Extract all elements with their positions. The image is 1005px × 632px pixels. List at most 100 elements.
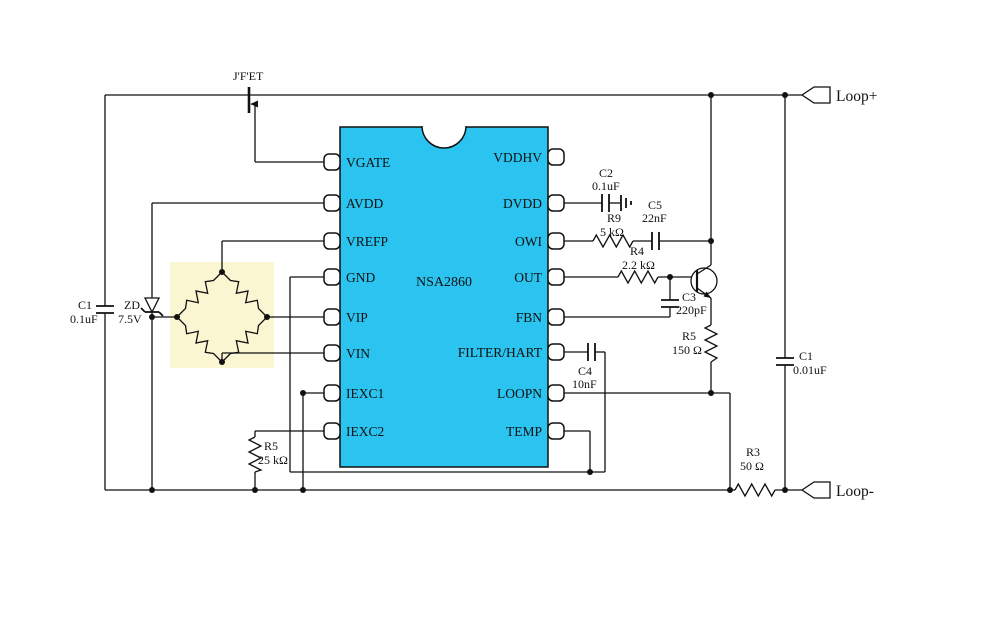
pin-label-vin: VIN bbox=[346, 346, 370, 361]
component-ref: ZD bbox=[124, 298, 140, 312]
component-ref: C1 bbox=[799, 349, 813, 363]
capacitor-c5: C5 22nF bbox=[642, 198, 667, 250]
wire-net bbox=[104, 94, 802, 491]
junction-dot bbox=[667, 274, 673, 280]
bridge-resistor bbox=[221, 271, 268, 318]
resistor-zigzag bbox=[247, 436, 263, 473]
transistor-body bbox=[690, 267, 718, 295]
junction-dot bbox=[149, 314, 155, 320]
component-value: 50 Ω bbox=[740, 459, 764, 473]
diode-triangle bbox=[143, 297, 161, 314]
pin-pad-vrefp bbox=[323, 232, 341, 250]
component-ref: R9 bbox=[607, 211, 621, 225]
resistor-zigzag bbox=[703, 324, 719, 363]
component-value: 150 Ω bbox=[672, 343, 702, 357]
pin-label-iexc1: IEXC1 bbox=[346, 386, 384, 401]
pin-label-iexc2: IEXC2 bbox=[346, 424, 384, 439]
pin-label-fbn: FBN bbox=[516, 310, 543, 325]
component-value: 220pF bbox=[676, 303, 707, 317]
bridge-resistor bbox=[176, 271, 223, 318]
pin-label-gnd: GND bbox=[346, 270, 375, 285]
pin-label-owi: OWI bbox=[515, 234, 542, 249]
capacitor-c2: C2 0.1uF bbox=[592, 166, 632, 212]
bridge-resistor bbox=[176, 316, 223, 363]
pin-label-vddhv: VDDHV bbox=[493, 150, 542, 165]
resistor-zigzag bbox=[734, 482, 776, 498]
ic-right-pin-labels: VDDHV DVDD OWI OUT FBN FILTER/HART LOOPN… bbox=[458, 150, 543, 439]
junction-dot bbox=[782, 92, 788, 98]
resistor-zigzag bbox=[592, 233, 634, 249]
zener-diode-zd: ZD 7.5V bbox=[118, 297, 164, 326]
zener-bar-tail bbox=[140, 307, 146, 313]
component-value: 22nF bbox=[642, 211, 667, 225]
pin-label-dvdd: DVDD bbox=[503, 196, 542, 211]
pin-pad-fbn bbox=[547, 308, 565, 326]
junction-dot bbox=[149, 487, 155, 493]
pin-pad-filter-hart bbox=[547, 343, 565, 361]
component-ref: C1 bbox=[78, 298, 92, 312]
capacitor-c3: C3 220pF bbox=[661, 290, 707, 317]
pin-pad-temp bbox=[547, 422, 565, 440]
pin-pad-avdd bbox=[323, 194, 341, 212]
component-ref: C3 bbox=[682, 290, 696, 304]
terminal-label: Loop- bbox=[836, 483, 874, 500]
capacitor-c4: C4 10nF bbox=[572, 343, 597, 391]
pin-pad-vin bbox=[323, 344, 341, 362]
junction-dot bbox=[782, 487, 788, 493]
ic-notch bbox=[421, 125, 467, 149]
pin-pad-out bbox=[547, 268, 565, 286]
pin-pad-dvdd bbox=[547, 194, 565, 212]
pin-label-vgate: VGATE bbox=[346, 155, 390, 170]
junction-dot bbox=[300, 487, 306, 493]
transistor-collector bbox=[696, 264, 712, 275]
pin-label-loopn: LOOPN bbox=[497, 386, 542, 401]
component-value: 10nF bbox=[572, 377, 597, 391]
component-ref: C5 bbox=[648, 198, 662, 212]
resistor-r5-bridge: R5 25 kΩ bbox=[247, 436, 288, 473]
pin-pad-loopn bbox=[547, 384, 565, 402]
pin-label-avdd: AVDD bbox=[346, 196, 384, 211]
capacitor-c1-left: C1 0.1uF bbox=[70, 298, 114, 326]
pin-pad-vip bbox=[323, 308, 341, 326]
component-ref: R5 bbox=[682, 329, 696, 343]
jfet-label: J'F'ET bbox=[233, 69, 264, 83]
component-ref: R3 bbox=[746, 445, 760, 459]
ic-left-pin-labels: VGATE AVDD VREFP GND VIP VIN IEXC1 IEXC2 bbox=[346, 155, 390, 439]
junction-dot bbox=[300, 390, 306, 396]
junction-dot bbox=[252, 487, 258, 493]
pin-label-vip: VIP bbox=[346, 310, 368, 325]
resistor-r5-emitter: R5 150 Ω bbox=[672, 324, 719, 363]
pin-label-filter-hart: FILTER/HART bbox=[458, 345, 543, 360]
ic-name: NSA2860 bbox=[416, 275, 472, 290]
junction-dot bbox=[708, 390, 714, 396]
component-value: 25 kΩ bbox=[258, 453, 288, 467]
component-value: 0.1uF bbox=[592, 179, 620, 193]
component-value: 0.01uF bbox=[793, 363, 827, 377]
pin-label-out: OUT bbox=[514, 270, 542, 285]
pin-pad-gnd bbox=[323, 268, 341, 286]
terminal-flag-icon bbox=[800, 86, 831, 104]
terminal-label: Loop+ bbox=[836, 88, 877, 105]
emitter-arrow-icon bbox=[703, 291, 711, 298]
junction-dot bbox=[708, 92, 714, 98]
resistor-r4: R4 2.2 kΩ bbox=[617, 244, 659, 285]
component-ref: C2 bbox=[599, 166, 613, 180]
bridge-highlight-box bbox=[170, 262, 274, 368]
component-ref: C4 bbox=[578, 364, 592, 378]
jfet-gate-arrow-icon bbox=[250, 100, 258, 108]
ic-nsa2860: NSA2860 VGATE AVDD VREFP bbox=[323, 125, 565, 468]
pin-pad-vddhv bbox=[547, 148, 565, 166]
component-value: 7.5V bbox=[118, 312, 142, 326]
resistor-r3: R3 50 Ω bbox=[734, 445, 776, 498]
ic-left-pads bbox=[323, 153, 341, 440]
pin-pad-owi bbox=[547, 232, 565, 250]
pin-pad-vgate bbox=[323, 153, 341, 171]
component-value: 0.1uF bbox=[70, 312, 98, 326]
pin-label-temp: TEMP bbox=[506, 424, 542, 439]
resistor-zigzag bbox=[617, 269, 659, 285]
zener-bar-tail bbox=[158, 311, 164, 317]
capacitor-c1-right: C1 0.01uF bbox=[776, 349, 827, 377]
pin-pad-iexc2 bbox=[323, 422, 341, 440]
